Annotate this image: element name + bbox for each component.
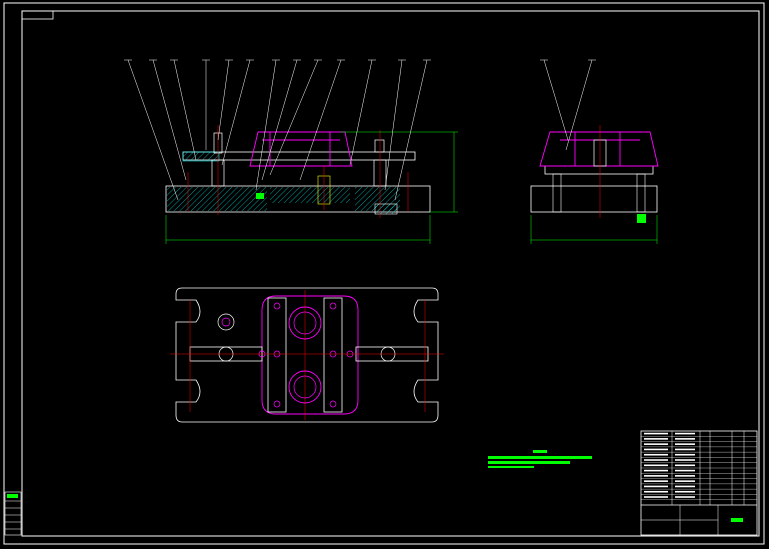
side-post-left	[552, 173, 562, 213]
title-block-cell-text	[675, 448, 695, 451]
title-block-cell-text	[675, 459, 695, 461]
plan-workpiece	[261, 295, 359, 415]
clamp-bar-left	[267, 297, 287, 413]
title-block-cell-text	[644, 453, 668, 456]
leader-line	[384, 59, 403, 191]
title-block	[640, 430, 758, 536]
title-block-cell-text	[675, 480, 695, 482]
clamp-block-hatch	[182, 151, 220, 162]
side-view	[530, 59, 659, 244]
base-hatch-mid	[270, 187, 350, 203]
leader-line	[221, 59, 251, 166]
bottom-nut	[374, 203, 398, 215]
drawing-number-box	[21, 10, 54, 20]
title-block-cell-text	[644, 485, 668, 488]
title-block-cell-text	[675, 432, 695, 435]
title-block-cell-text	[644, 448, 668, 451]
title-block-cell-text	[644, 469, 668, 472]
title-block-cell-text	[675, 443, 695, 445]
title-block-cell-text	[644, 480, 668, 482]
base-hatch-left	[167, 187, 267, 211]
locating-hole-inner	[221, 317, 231, 327]
leader-lines-side	[540, 59, 596, 151]
leader-line	[152, 59, 187, 181]
locating-hole	[217, 313, 235, 331]
leader-line	[394, 59, 428, 201]
title-block-cell-text	[675, 453, 695, 456]
inner-border	[21, 10, 760, 537]
workpiece-side	[539, 131, 659, 167]
clamp-bar-right	[323, 297, 343, 413]
title-block-cell-text	[644, 464, 668, 467]
side-post-right	[636, 173, 646, 213]
leader-line	[173, 59, 197, 161]
side-base	[530, 185, 658, 213]
plan-base-outline	[175, 287, 439, 423]
side-green-mark	[637, 214, 646, 223]
leader-line	[565, 59, 593, 151]
leader-lines-front	[124, 59, 431, 201]
leader-line	[543, 59, 569, 141]
title-block-cell-text	[675, 490, 695, 493]
front-section-view	[124, 59, 458, 244]
left-margin-block	[4, 491, 22, 536]
title-block-cell-text	[675, 438, 695, 440]
title-block-cell-text	[644, 443, 668, 445]
leader-line	[255, 59, 277, 191]
title-block-cell-text	[675, 496, 695, 498]
title-block-cell-text	[644, 490, 668, 493]
technical-notes	[488, 450, 592, 468]
title-block-cell-text	[675, 469, 695, 472]
title-block-cell-text	[644, 432, 668, 435]
workpiece-front	[249, 131, 353, 167]
green-mark	[256, 193, 264, 199]
outer-border	[3, 2, 765, 545]
side-top-plate	[544, 165, 654, 175]
title-block-cell-text	[675, 464, 695, 467]
title-block-cell-text	[644, 438, 668, 440]
base-plate	[165, 185, 431, 213]
leader-line	[269, 59, 319, 176]
leader-line	[299, 59, 342, 181]
plan-small-holes	[258, 302, 354, 408]
leader-line	[261, 59, 298, 181]
leader-line	[349, 59, 373, 166]
title-block-cell-text	[644, 475, 668, 477]
title-block-cell-text	[675, 485, 695, 488]
title-block-cell-text	[644, 459, 668, 461]
title-block-cell-text	[675, 475, 695, 477]
leader-line	[127, 59, 179, 201]
plan-view	[170, 287, 444, 423]
leader-line	[217, 59, 230, 141]
title-block-cell-text	[644, 496, 668, 498]
bolt-right	[374, 139, 385, 153]
